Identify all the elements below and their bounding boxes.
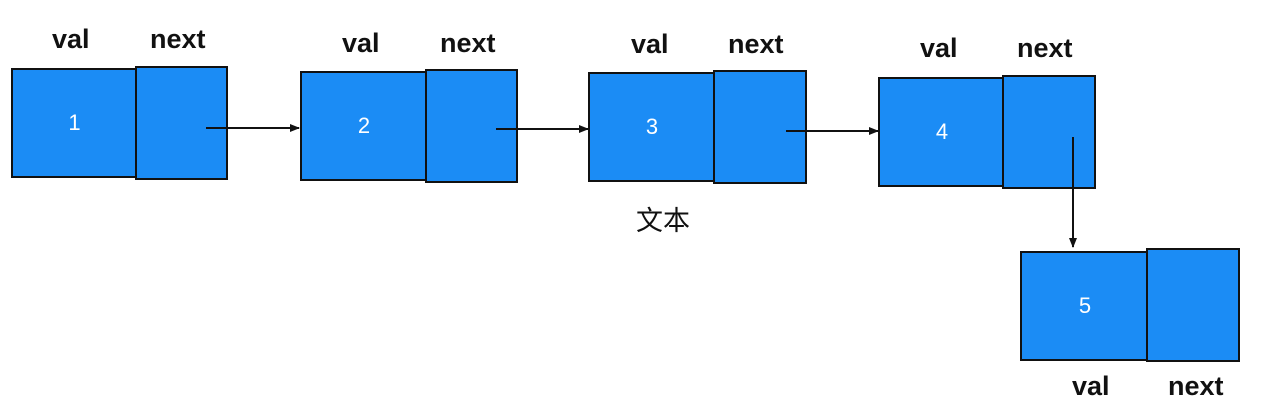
caption-text: 文本 xyxy=(636,206,690,237)
val-label: val xyxy=(920,33,958,63)
node-value: 3 xyxy=(645,114,659,139)
val-cell: 2 xyxy=(300,71,428,181)
next-pointer-cell xyxy=(425,69,518,183)
next-pointer-cell xyxy=(1002,75,1096,189)
val-label: val xyxy=(631,29,669,59)
next-label: next xyxy=(1017,33,1073,63)
val-label: val xyxy=(342,28,380,58)
node-value: 2 xyxy=(357,113,371,138)
next-label: next xyxy=(440,28,496,58)
val-cell: 5 xyxy=(1020,251,1150,361)
next-label: next xyxy=(728,29,784,59)
val-cell: 4 xyxy=(878,77,1006,187)
node-value: 4 xyxy=(935,119,949,144)
val-label: val xyxy=(52,24,90,54)
next-label: next xyxy=(1168,371,1224,401)
next-pointer-cell xyxy=(1146,248,1240,362)
node-value: 5 xyxy=(1078,293,1092,318)
next-label: next xyxy=(150,24,206,54)
next-pointer-cell xyxy=(135,66,228,180)
next-pointer-cell xyxy=(713,70,807,184)
val-cell: 1 xyxy=(11,68,138,178)
node-value: 1 xyxy=(68,110,81,135)
val-label: val xyxy=(1072,371,1110,401)
